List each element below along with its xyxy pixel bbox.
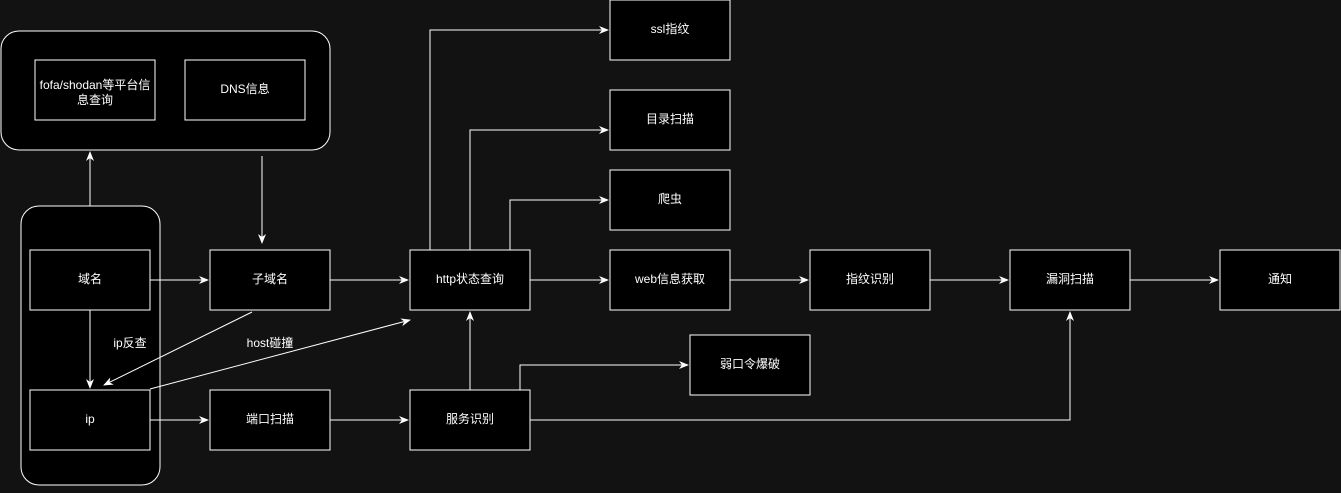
node-ssl-label: ssl指纹 (651, 21, 690, 36)
node-bruteforce-label: 弱口令爆破 (720, 356, 780, 371)
node-ip-label: ip (85, 412, 95, 426)
node-fingerprint-label: 指纹识别 (846, 271, 894, 286)
node-dns-label: DNS信息 (220, 81, 269, 96)
node-subdomain: 子域名 (209, 249, 331, 311)
node-portscan-label: 端口扫描 (246, 412, 294, 426)
node-http: http状态查询 (409, 249, 531, 311)
node-dir-label: 目录扫描 (646, 112, 694, 126)
edge-http-to-ssl (429, 26, 609, 250)
node-crawler: 爬虫 (609, 169, 731, 231)
edges (86, 26, 1219, 424)
node-fingerprint: 指纹识别 (809, 249, 931, 311)
node-http-label: http状态查询 (436, 272, 504, 286)
node-service: 服务识别 (409, 389, 531, 451)
node-notify-label: 通知 (1268, 272, 1292, 286)
node-notify: 通知 (1219, 249, 1341, 311)
node-ssl: ssl指纹 (609, 0, 731, 61)
node-fofa-line1: fofa/shodan等平台信 (40, 77, 151, 92)
edge-http-to-dir (469, 126, 609, 250)
node-bruteforce: 弱口令爆破 (689, 334, 811, 396)
edge-http-to-crawler (509, 196, 609, 250)
edge-label-ip-reverse: ip反查 (113, 336, 146, 350)
node-fofa: fofa/shodan等平台信 息查询 (34, 59, 156, 121)
edge-subdomain-to-ip (103, 311, 253, 386)
node-webinfo: web信息获取 (609, 249, 731, 311)
node-fofa-line2: 息查询 (77, 92, 113, 107)
node-dir: 目录扫描 (609, 89, 731, 151)
node-domain: 域名 (29, 249, 151, 311)
node-webinfo-label: web信息获取 (634, 271, 705, 286)
node-crawler-label: 爬虫 (658, 192, 682, 206)
node-ip: ip (29, 389, 151, 451)
node-vulnscan: 漏洞扫描 (1009, 249, 1131, 311)
node-subdomain-label: 子域名 (252, 271, 288, 286)
node-vulnscan-label: 漏洞扫描 (1046, 272, 1094, 286)
edge-label-host-collision: host碰撞 (247, 335, 294, 350)
node-domain-label: 域名 (78, 271, 102, 286)
node-service-label: 服务识别 (446, 411, 494, 426)
edge-service-to-bruteforce (519, 361, 689, 390)
edge-ip-to-http (149, 318, 411, 390)
node-portscan: 端口扫描 (209, 389, 331, 451)
node-dns: DNS信息 (184, 59, 306, 121)
edge-service-to-vulnscan (530, 311, 1074, 421)
